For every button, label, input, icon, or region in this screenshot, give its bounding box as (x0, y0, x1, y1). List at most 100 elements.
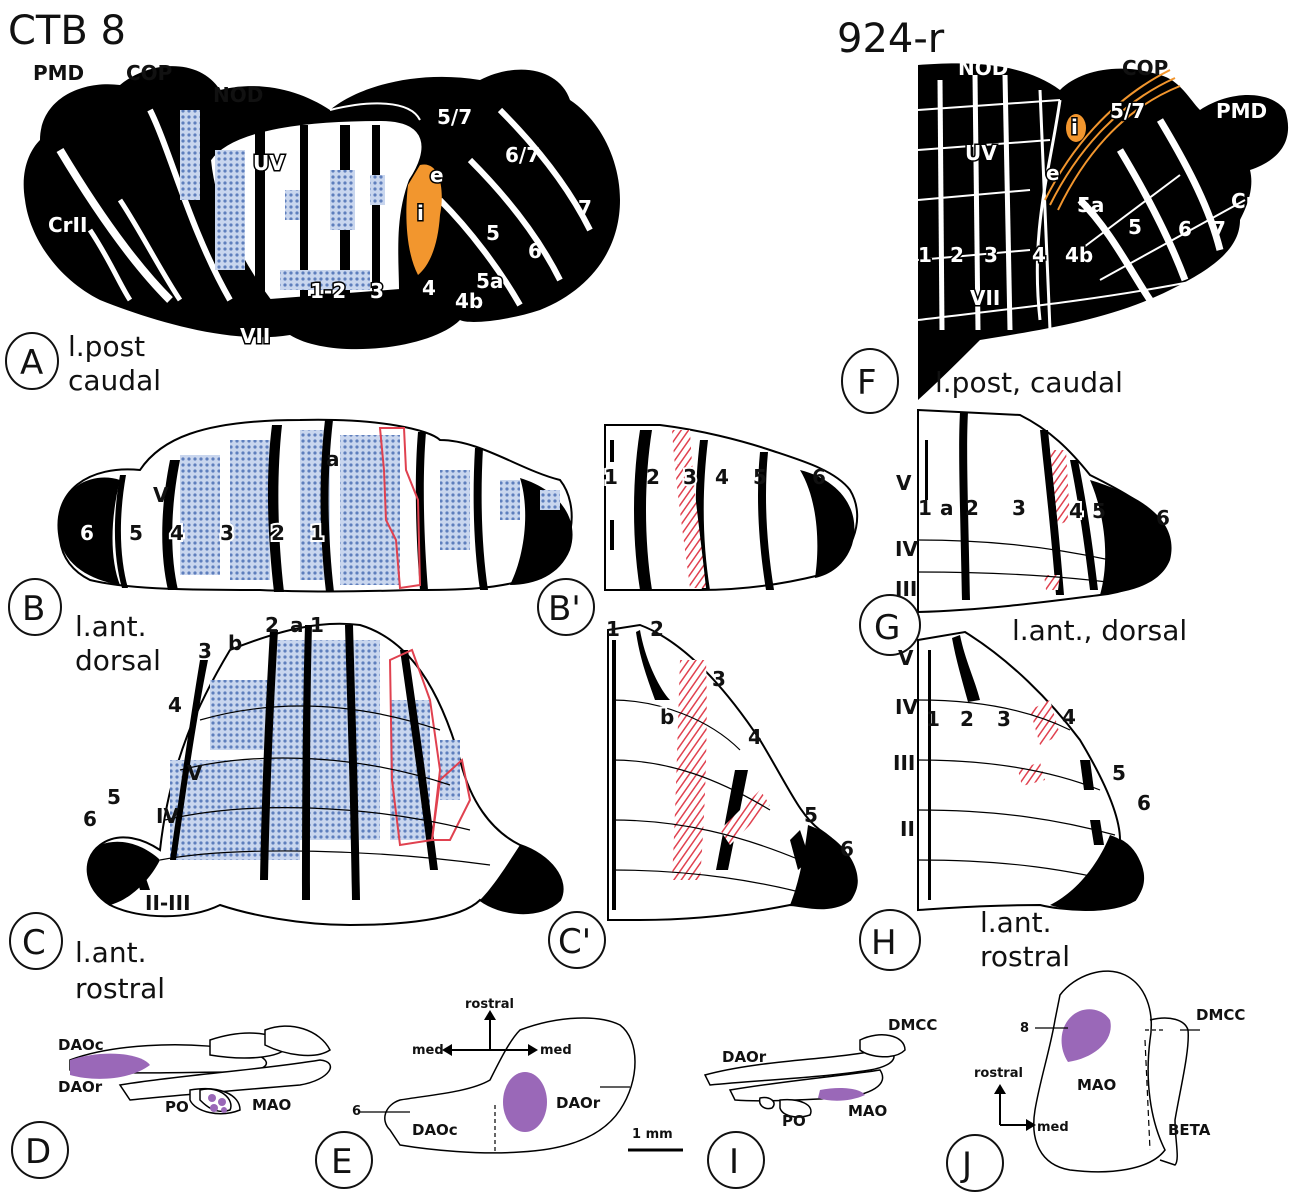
label-e: e (430, 163, 444, 187)
label-4: 4 (170, 521, 184, 545)
label-2: 2 (950, 243, 964, 267)
label-2: 2 (965, 496, 979, 520)
panel-letter: H (871, 923, 897, 963)
label-1: 1 (918, 243, 932, 267)
caption: l.post, caudal (935, 366, 1123, 399)
caption-line2: caudal (68, 364, 161, 397)
label-daor: DAOr (556, 1094, 601, 1112)
label-4b: 4b (1065, 243, 1093, 267)
label-6: 6 (1178, 217, 1192, 241)
label-crii: CrII (1231, 189, 1270, 213)
label-4: 4 (1062, 705, 1076, 729)
panel-letter: E (331, 1142, 352, 1182)
caption-line1: l.post (68, 330, 145, 363)
label-5: 5 (129, 521, 143, 545)
panel-e-purple-injection (503, 1072, 547, 1132)
label-b: b (660, 705, 674, 729)
label-5: 5 (1092, 499, 1106, 523)
label-v: V (896, 471, 912, 495)
label-1: 1 (918, 496, 932, 520)
title-ctb8: CTB 8 (8, 8, 126, 54)
label-4: 4 (168, 693, 182, 717)
label-dmcc: DMCC (888, 1016, 937, 1034)
label-a: a (290, 613, 304, 637)
label-scale: 1 mm (632, 1127, 673, 1142)
label-6-7: 6/7 (505, 143, 540, 167)
label-6: 6 (83, 807, 97, 831)
panel-letter: B' (548, 589, 581, 629)
label-e: e (1046, 161, 1060, 185)
label-iv: IV (156, 804, 179, 828)
label-3: 3 (198, 639, 212, 663)
panel-letter: J (960, 1145, 972, 1185)
caption: l.ant., dorsal (1012, 614, 1187, 647)
label-3: 3 (984, 243, 998, 267)
label-pmd: PMD (1216, 99, 1267, 123)
panel-h: V IV 1 2 3 4 III 5 6 II H l.ant. rostral (860, 632, 1151, 973)
label-4: 4 (715, 465, 729, 489)
caption-line2: dorsal (75, 644, 161, 677)
panel-j: 8 DMCC rostral MAO med BETA J (947, 971, 1245, 1191)
label-3: 3 (220, 521, 234, 545)
panel-letter: G (874, 608, 900, 648)
label-med: med (1037, 1120, 1069, 1135)
label-mao: MAO (252, 1096, 291, 1114)
label-1: 1 (310, 521, 324, 545)
label-3: 3 (1012, 496, 1026, 520)
label-i: i (1071, 115, 1078, 139)
label-cri: CRI (1175, 289, 1213, 313)
label-4: 4 (748, 725, 762, 749)
label-po: PO (782, 1112, 806, 1130)
label-5: 5 (804, 803, 818, 827)
label-daoc: DAOc (58, 1036, 104, 1054)
label-cop: COP (126, 61, 172, 85)
panel-g: V 1 a 2 3 4 5 6 IV III G l.ant., dorsal (860, 410, 1187, 655)
panel-letter: D (25, 1132, 51, 1172)
panel-e: rostral med med DAOr DAOc 6 1 mm E (316, 997, 683, 1188)
label-cop: COP (1122, 56, 1168, 80)
panel-letter: C (22, 923, 46, 963)
label-2: 2 (650, 617, 664, 641)
label-v: V (187, 761, 203, 785)
label-vii: VII (240, 324, 270, 348)
panel-letter-circle (947, 1135, 1003, 1191)
label-2: 2 (960, 707, 974, 731)
label-ii-iii: II-III (145, 891, 191, 915)
caption-line2: rostral (980, 940, 1070, 973)
label-5-7: 5/7 (437, 105, 472, 129)
label-ii: II (900, 817, 915, 841)
label-daor: DAOr (722, 1048, 767, 1066)
label-8: 8 (1020, 1021, 1029, 1036)
label-v: V (153, 483, 169, 507)
label-uv: UV (965, 141, 997, 165)
panel-c-prime: 1 2 3 b 4 5 6 C' (549, 617, 858, 968)
label-a: a (326, 447, 340, 471)
label-rostral: rostral (974, 1066, 1023, 1081)
label-dmcc: DMCC (1196, 1006, 1245, 1024)
panel-j-outline (1034, 971, 1165, 1172)
caption-line2: rostral (75, 972, 165, 1005)
label-6: 6 (1137, 791, 1151, 815)
title-924r: 924-r (837, 16, 945, 62)
label-3: 3 (997, 707, 1011, 731)
label-uv: UV (253, 151, 285, 175)
label-2: 2 (646, 465, 660, 489)
label-beta: BETA (1168, 1121, 1211, 1139)
label-vii: VII (970, 286, 1000, 310)
label-1: 1 (604, 465, 618, 489)
label-mao: MAO (1077, 1076, 1116, 1094)
label-1: 1 (926, 707, 940, 731)
label-4: 4 (1069, 499, 1083, 523)
label-nod: NOD (958, 56, 1008, 80)
panel-letter: A (20, 343, 43, 383)
label-mao: MAO (848, 1102, 887, 1120)
label-3: 3 (370, 279, 384, 303)
label-5: 5 (1128, 215, 1142, 239)
label-6: 6 (80, 521, 94, 545)
label-6: 6 (840, 837, 854, 861)
label-7: 7 (1212, 217, 1226, 241)
label-6: 6 (812, 465, 826, 489)
label-a: a (940, 496, 954, 520)
label-iii: III (893, 751, 915, 775)
label-med-right: med (540, 1043, 572, 1058)
